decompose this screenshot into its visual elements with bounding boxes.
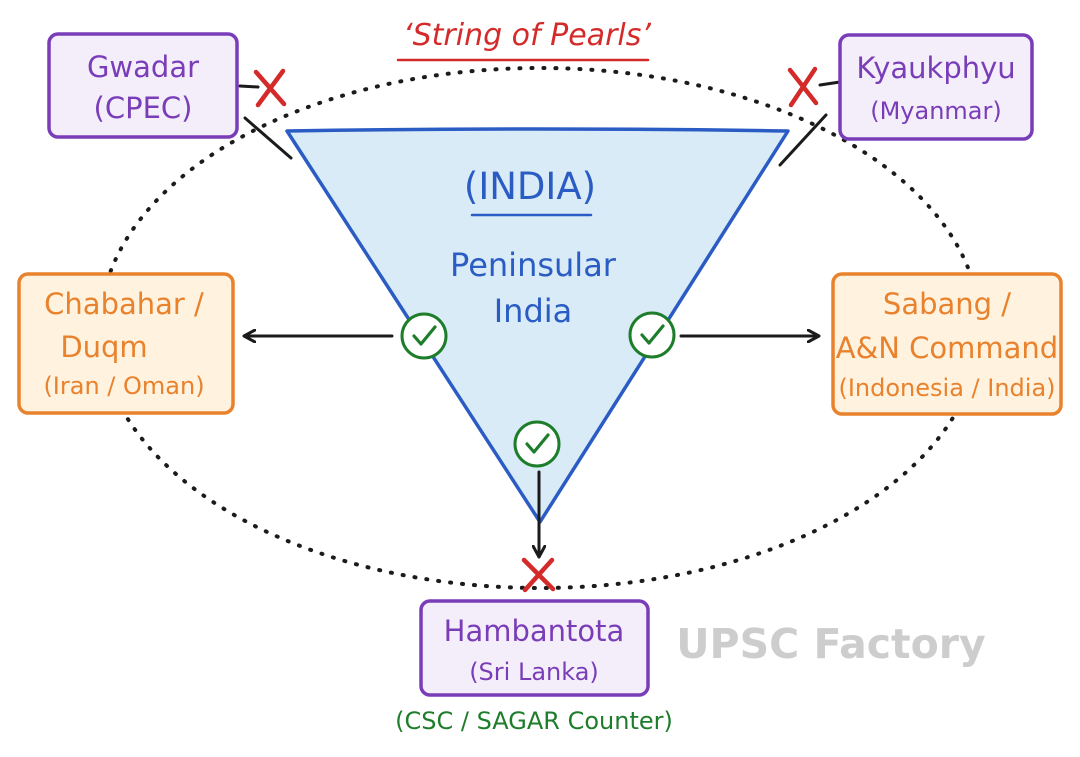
india-title: (INDIA)	[464, 165, 596, 208]
kyaukphyu-detail: (Myanmar)	[870, 97, 1002, 125]
chabahar-name: Chabahar /	[44, 287, 204, 321]
sabang-name: Sabang /	[883, 287, 1011, 321]
kyaukphyu-triangle-link	[778, 113, 828, 167]
an-command-name: A&N Command	[836, 331, 1058, 365]
duqm-name: Duqm	[60, 330, 147, 364]
hambantota-name: Hambantota	[444, 614, 625, 648]
peninsular-label: Peninsular	[450, 246, 617, 284]
gwadar-triangle-link	[243, 116, 293, 160]
csc-sagar-note: (CSC / SAGAR Counter)	[395, 707, 673, 735]
node-kyaukphyu[interactable]: Kyaukphyu (Myanmar)	[838, 33, 1034, 141]
watermark: UPSC Factory	[676, 620, 986, 668]
node-chabahar-duqm[interactable]: Chabahar / Duqm (Iran / Oman)	[17, 272, 235, 415]
chabahar-detail: (Iran / Oman)	[43, 372, 204, 400]
gwadar-connector	[238, 84, 260, 89]
india-triangle[interactable]	[285, 127, 790, 524]
gwadar-detail: (CPEC)	[94, 91, 193, 125]
sabang-detail: (Indonesia / India)	[838, 374, 1055, 402]
cross-mark-icon	[253, 68, 287, 108]
check-mark-icon	[513, 420, 561, 468]
hambantota-detail: (Sri Lanka)	[469, 658, 599, 686]
node-gwadar[interactable]: Gwadar (CPEC)	[47, 32, 239, 139]
cross-mark-icon	[521, 557, 556, 593]
diagram-title: ‘String of Pearls’	[403, 18, 651, 53]
kyaukphyu-name: Kyaukphyu	[856, 51, 1015, 85]
kyaukphyu-connector	[818, 80, 842, 87]
node-sabang-an-command[interactable]: Sabang / A&N Command (Indonesia / India)	[831, 272, 1063, 416]
check-mark-icon	[628, 311, 676, 359]
india-label: India	[494, 292, 573, 330]
node-hambantota[interactable]: Hambantota (Sri Lanka)	[419, 599, 650, 697]
gwadar-name: Gwadar	[87, 50, 199, 84]
cross-mark-icon	[787, 66, 819, 108]
check-mark-icon	[400, 312, 448, 360]
